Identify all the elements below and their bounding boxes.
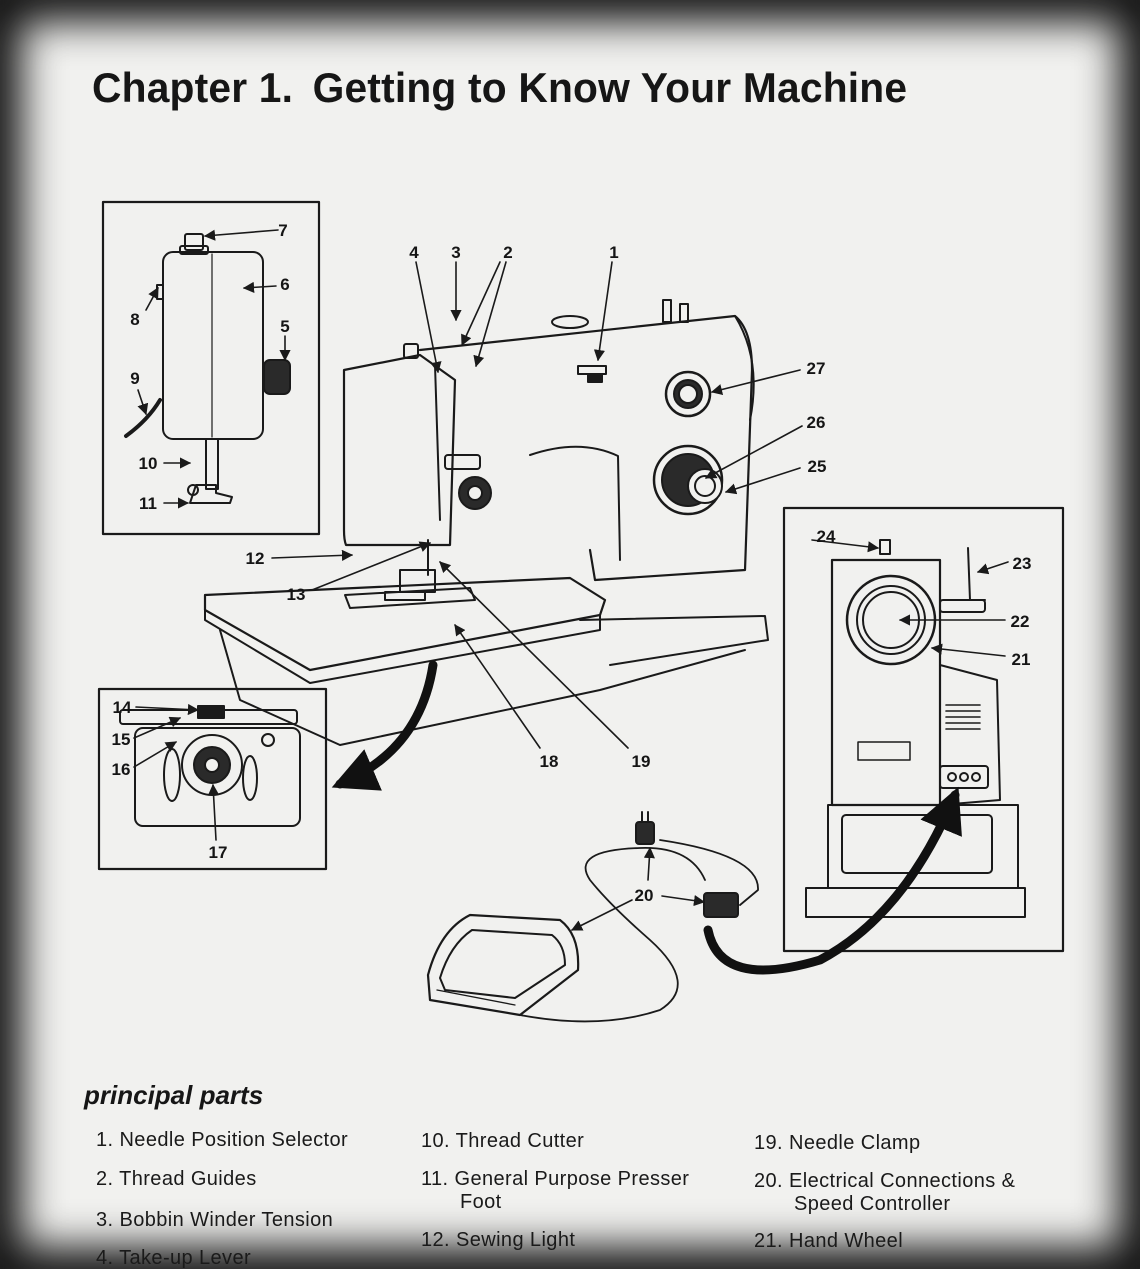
- part-label: Needle Position Selector: [119, 1129, 349, 1151]
- callout-2: 2: [503, 243, 512, 262]
- part-item-20-continued: Speed Controller: [794, 1193, 951, 1216]
- callout-23: 23: [1013, 554, 1032, 573]
- part-number: 4.: [96, 1247, 114, 1269]
- head-detail-inset: [101, 200, 321, 536]
- callout-6: 6: [280, 275, 289, 294]
- part-label: Thread Guides: [119, 1168, 257, 1190]
- part-item-11: 11. General Purpose Presser: [421, 1168, 689, 1191]
- part-item-1: 1. Needle Position Selector: [96, 1129, 348, 1152]
- callout-27: 27: [807, 359, 826, 378]
- part-number: 12.: [421, 1229, 451, 1251]
- callout-21: 21: [1012, 650, 1031, 669]
- chapter-title: Getting to Know Your Machine: [312, 64, 908, 111]
- callout-25: 25: [808, 457, 827, 476]
- part-item-10: 10. Thread Cutter: [421, 1130, 584, 1153]
- callout-7: 7: [278, 221, 287, 240]
- part-item-19: 19. Needle Clamp: [754, 1132, 921, 1155]
- callout-14: 14: [113, 698, 132, 717]
- part-number: 21.: [754, 1230, 784, 1252]
- callout-8: 8: [130, 310, 139, 329]
- part-label: Thread Cutter: [455, 1130, 585, 1152]
- side-view-inset: [782, 506, 1065, 953]
- connection-arrow: [703, 786, 962, 975]
- part-label-continued: Speed Controller: [794, 1193, 951, 1215]
- callout-1: 1: [609, 243, 618, 262]
- callout-15: 15: [112, 730, 131, 749]
- callout-26: 26: [807, 413, 826, 432]
- callout-24: 24: [817, 527, 836, 546]
- part-number: 3.: [96, 1209, 114, 1231]
- callout-18: 18: [540, 752, 559, 771]
- callout-10: 10: [139, 454, 158, 473]
- callout-5: 5: [280, 317, 289, 336]
- part-number: 11.: [421, 1168, 449, 1190]
- part-item-11-continued: Foot: [460, 1191, 502, 1214]
- callout-17: 17: [209, 843, 228, 862]
- page-title: Chapter 1. Getting to Know Your Machine: [92, 64, 907, 112]
- leader-lines: [133, 229, 1009, 931]
- part-item-3: 3. Bobbin Winder Tension: [96, 1209, 333, 1232]
- part-item-2: 2. Thread Guides: [96, 1168, 257, 1191]
- callout-labels: 1 2 3 4 5 6 7 8 9 10 11 12 13 14 15 16 1…: [112, 221, 1032, 905]
- bobbin-detail-inset: [97, 687, 328, 871]
- callout-9: 9: [130, 369, 139, 388]
- part-label: Hand Wheel: [788, 1230, 904, 1252]
- part-number: 19.: [754, 1132, 784, 1154]
- part-item-4: 4. Take-up Lever: [96, 1247, 251, 1269]
- bobbin-arrow: [331, 660, 438, 791]
- part-number: 20.: [754, 1170, 784, 1192]
- callout-11: 11: [139, 494, 157, 513]
- part-number: 2.: [96, 1168, 114, 1190]
- part-label: Take-up Lever: [119, 1247, 252, 1269]
- part-item-21: 21. Hand Wheel: [754, 1230, 903, 1253]
- part-number: 1.: [96, 1129, 114, 1151]
- callout-22: 22: [1011, 612, 1030, 631]
- callout-4: 4: [409, 243, 419, 262]
- part-label-continued: Foot: [460, 1191, 502, 1213]
- callout-20: 20: [635, 886, 654, 905]
- callout-19: 19: [632, 752, 651, 771]
- callout-12: 12: [246, 549, 265, 568]
- callout-3: 3: [451, 243, 460, 262]
- part-label: Sewing Light: [455, 1229, 576, 1251]
- callout-16: 16: [112, 760, 131, 779]
- part-label: Bobbin Winder Tension: [119, 1209, 334, 1231]
- part-label: Needle Clamp: [788, 1132, 921, 1154]
- principal-parts-heading: principal parts: [84, 1080, 264, 1110]
- sewing-machine-diagram: 1 2 3 4 5 6 7 8 9 10 11 12 13 14 15 16 1…: [97, 200, 1065, 1023]
- foot-controller: [426, 811, 759, 1023]
- sewing-machine: [203, 299, 769, 746]
- part-label: General Purpose Presser: [454, 1168, 690, 1190]
- part-number: 10.: [421, 1130, 451, 1152]
- callout-13: 13: [287, 585, 306, 604]
- part-item-12: 12. Sewing Light: [421, 1229, 575, 1252]
- part-label: Electrical Connections &: [788, 1170, 1016, 1192]
- part-item-20: 20. Electrical Connections &: [754, 1170, 1015, 1193]
- chapter-label: Chapter 1.: [92, 64, 294, 111]
